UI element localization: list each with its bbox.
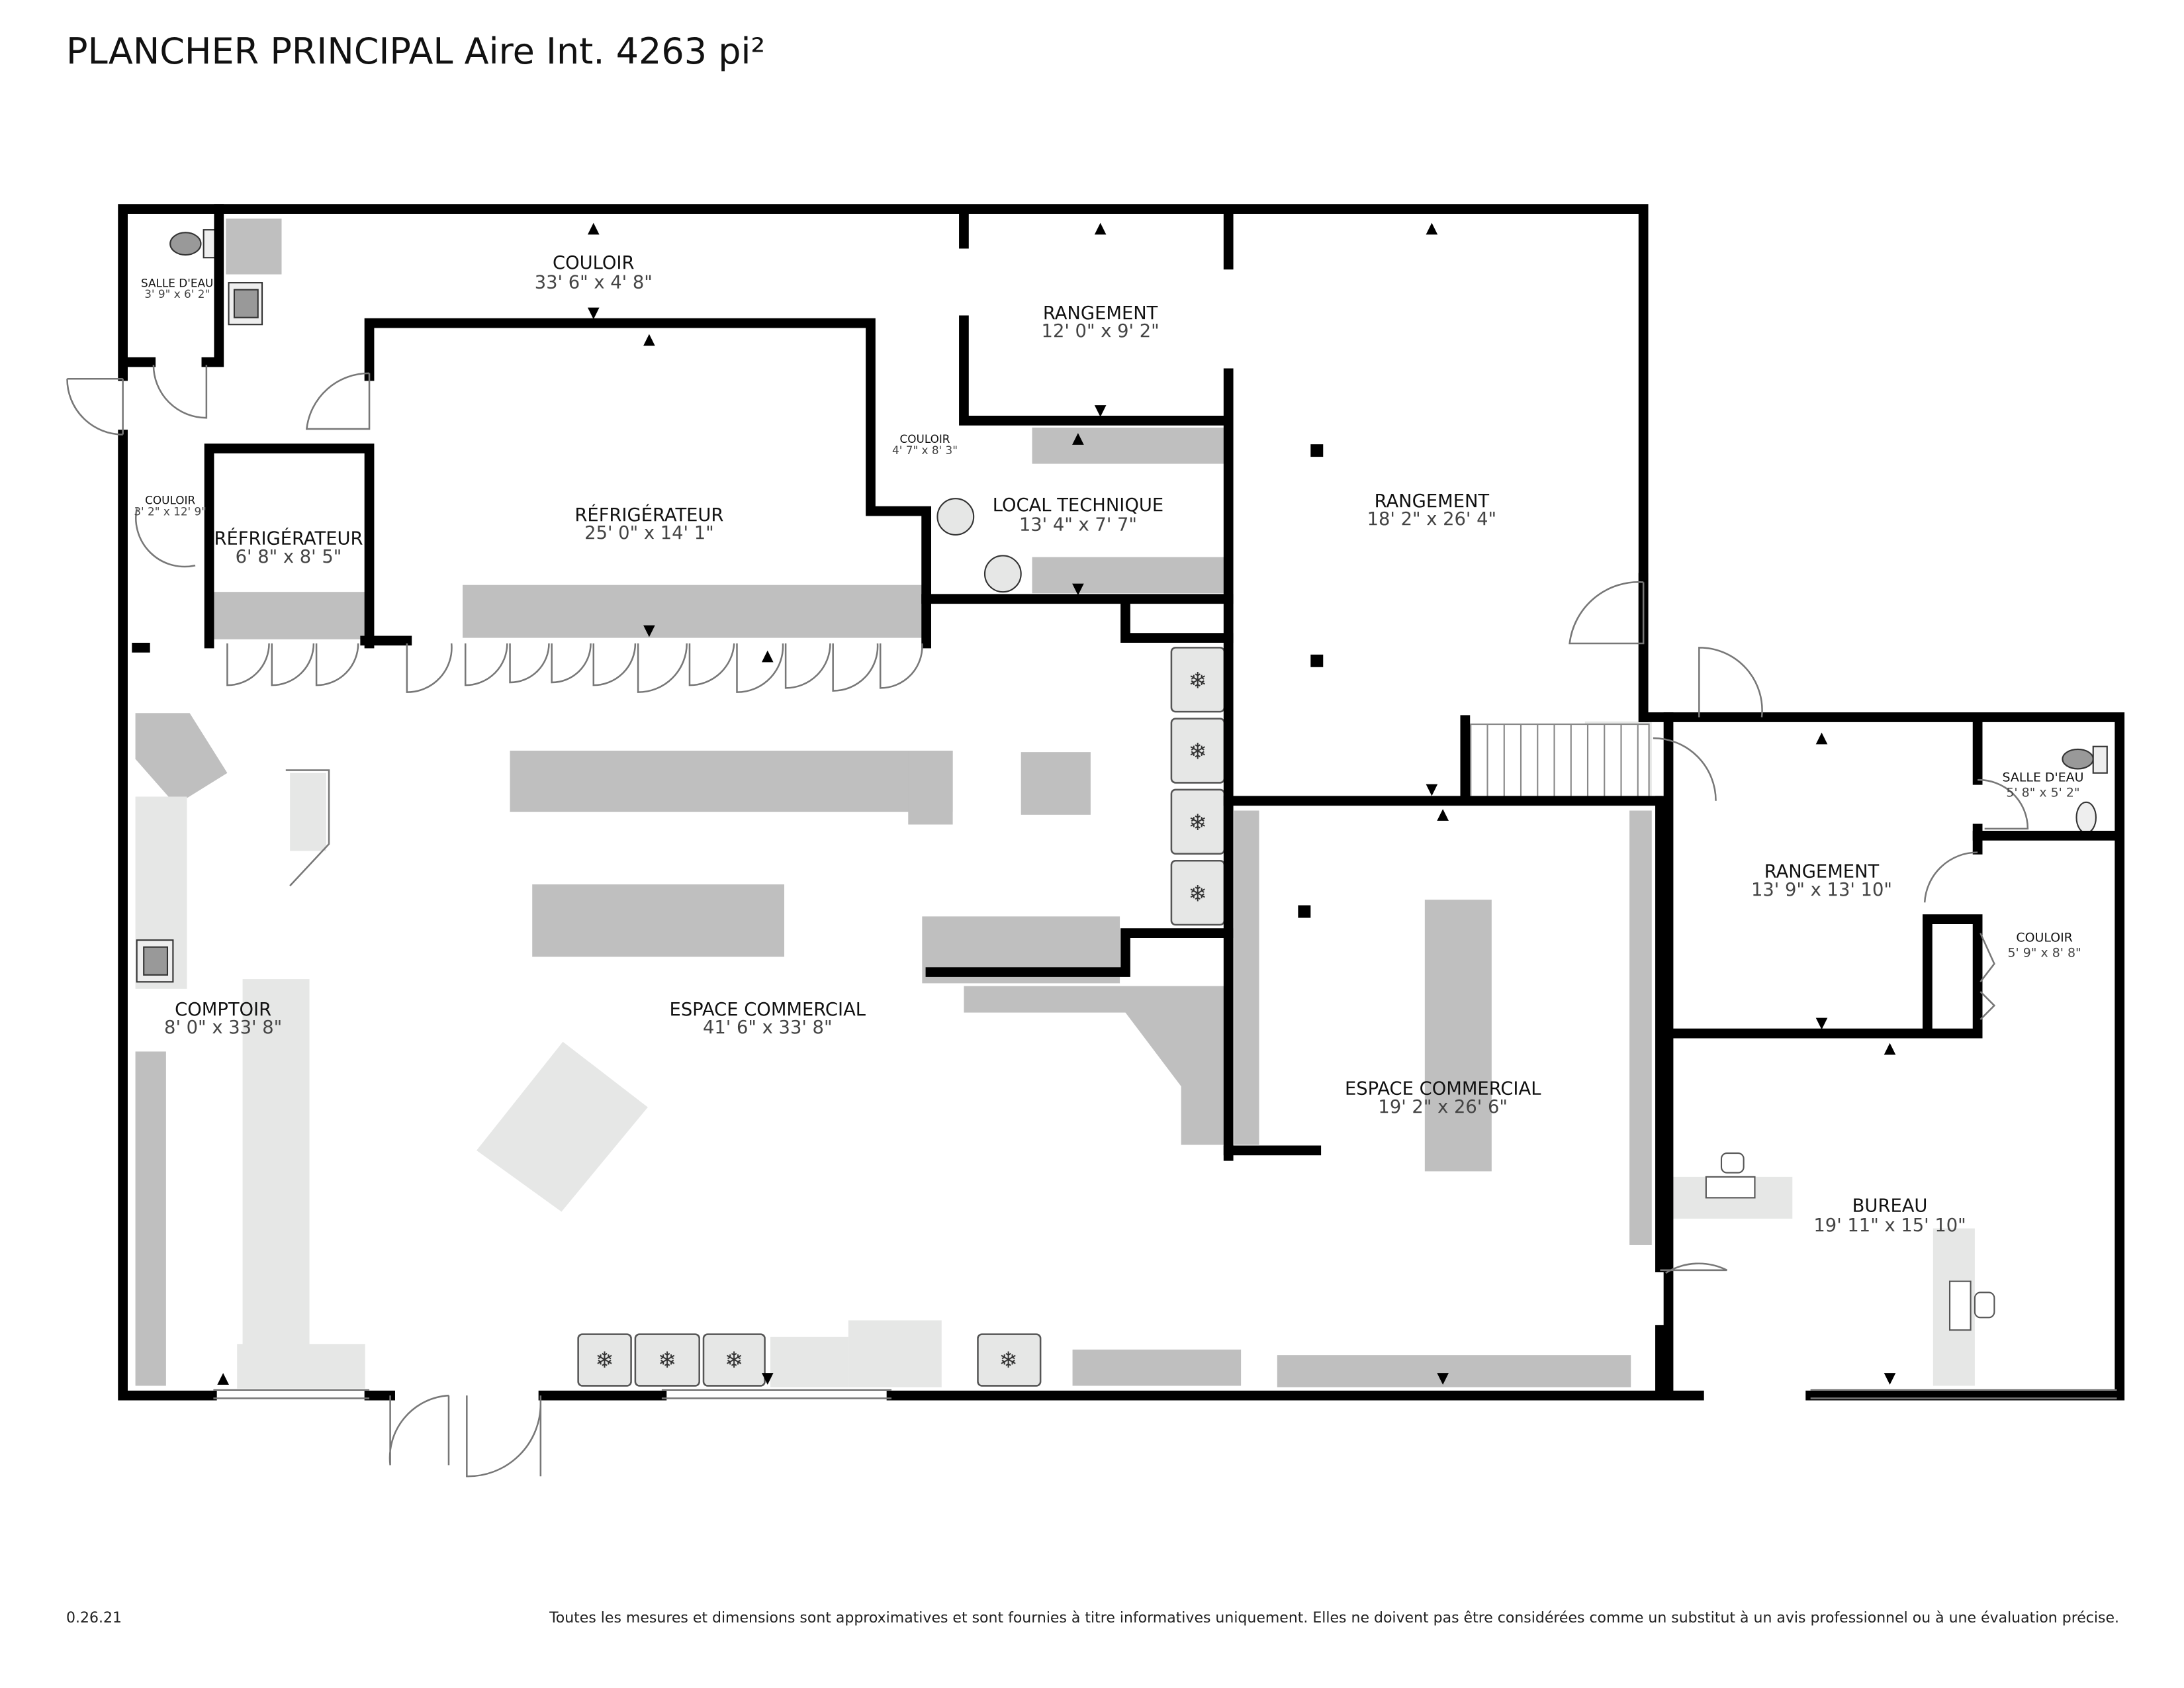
disclaimer-text: Toutes les mesures et dimensions sont ap… <box>549 1610 2119 1626</box>
svg-text:▼: ▼ <box>1884 1370 1896 1387</box>
svg-text:▲: ▲ <box>217 1370 229 1387</box>
staircase <box>1470 724 1650 798</box>
svg-text:▼: ▼ <box>762 1370 774 1387</box>
room-dims: 3' 2" x 12' 9" <box>134 504 206 518</box>
svg-text:▲: ▲ <box>588 219 600 236</box>
room-dims: 4' 7" x 8' 3" <box>892 444 958 457</box>
columns <box>1298 444 1324 918</box>
room-dims: 8' 0" x 33' 8" <box>164 1017 282 1038</box>
doors-windows <box>66 365 2117 1477</box>
svg-text:▼: ▼ <box>1426 780 1437 798</box>
room-dims: 12' 0" x 9' 2" <box>1042 321 1160 342</box>
floor-title: PLANCHER PRINCIPAL Aire Int. 4263 pi² <box>66 30 766 72</box>
room-name: RANGEMENT <box>1764 861 1880 882</box>
room-name: SALLE D'EAU <box>141 276 213 289</box>
svg-text:❄: ❄ <box>999 1347 1018 1373</box>
room-labels: COULOIR 33' 6" x 4' 8" SALLE D'EAU 3' 9"… <box>134 253 2083 1236</box>
svg-text:❄: ❄ <box>1189 667 1207 693</box>
room-dims: 5' 9" x 8' 8" <box>2007 945 2081 960</box>
room-name: RANGEMENT <box>1043 303 1158 324</box>
svg-text:▼: ▼ <box>1816 1015 1828 1032</box>
room-dims: 6' 8" x 8' 5" <box>236 547 342 567</box>
fixtures <box>135 218 1652 1387</box>
room-name: COULOIR <box>145 494 195 507</box>
room-name: BUREAU <box>1852 1196 1928 1216</box>
room-name: ESPACE COMMERCIAL <box>670 1000 866 1020</box>
svg-text:▲: ▲ <box>762 647 774 664</box>
room-dims: 18' 2" x 26' 4" <box>1367 509 1497 530</box>
room-name: COMPTOIR <box>175 1000 271 1020</box>
room-dims: 3' 9" x 6' 2" <box>144 287 210 301</box>
room-dims: 19' 11" x 15' 10" <box>1813 1215 1966 1236</box>
desk-chairs <box>1705 1152 1995 1331</box>
svg-text:▼: ▼ <box>1072 580 1084 597</box>
svg-text:▲: ▲ <box>1095 219 1107 236</box>
room-name: LOCAL TECHNIQUE <box>993 495 1163 516</box>
svg-text:❄: ❄ <box>658 1347 676 1373</box>
room-dims: 13' 9" x 13' 10" <box>1751 880 1892 900</box>
walls <box>118 204 2125 1401</box>
room-name: COULOIR <box>2016 930 2072 945</box>
svg-text:❄: ❄ <box>596 1347 614 1373</box>
svg-text:▲: ▲ <box>1437 806 1449 823</box>
svg-text:▼: ▼ <box>1095 402 1107 419</box>
freezer-units <box>577 647 1226 1387</box>
room-dims: 25' 0" x 14' 1" <box>584 523 714 543</box>
light-fixtures <box>135 721 1975 1389</box>
room-name: SALLE D'EAU <box>2003 770 2084 784</box>
svg-text:▼: ▼ <box>643 622 655 639</box>
room-name: COULOIR <box>900 432 950 445</box>
room-name: RÉFRIGÉRATEUR <box>214 528 363 549</box>
svg-text:❄: ❄ <box>1189 880 1207 906</box>
svg-text:▲: ▲ <box>1426 219 1437 236</box>
room-dims: 5' 8" x 5' 2" <box>2006 785 2079 800</box>
room-name: ESPACE COMMERCIAL <box>1345 1079 1541 1100</box>
svg-text:▲: ▲ <box>1072 430 1084 447</box>
svg-text:❄: ❄ <box>1189 739 1207 765</box>
snowflake-icons: ❄ ❄ ❄ ❄ ❄ ❄ ❄ ❄ <box>596 667 1207 1373</box>
room-dims: 33' 6" x 4' 8" <box>535 273 653 293</box>
svg-text:▲: ▲ <box>1816 729 1828 746</box>
room-name: RÉFRIGÉRATEUR <box>574 504 723 526</box>
room-dims: 41' 6" x 33' 8" <box>703 1017 833 1038</box>
arrow-markers: ▲▼▲▼ ▲▼▲▼ ▲▼▲▼ ▲▲▼▲▼ ▲▼ <box>217 219 1895 1387</box>
svg-text:▼: ▼ <box>588 305 600 322</box>
svg-text:❄: ❄ <box>1189 810 1207 835</box>
svg-text:❄: ❄ <box>725 1347 743 1373</box>
room-name: COULOIR <box>553 253 634 273</box>
svg-text:▲: ▲ <box>1884 1040 1896 1057</box>
svg-text:▼: ▼ <box>1437 1370 1449 1387</box>
room-dims: 13' 4" x 7' 7" <box>1019 515 1137 536</box>
room-dims: 19' 2" x 26' 6" <box>1378 1097 1508 1117</box>
svg-text:▲: ▲ <box>643 331 655 348</box>
version-label: 0.26.21 <box>66 1610 122 1626</box>
room-name: RANGEMENT <box>1375 491 1490 512</box>
